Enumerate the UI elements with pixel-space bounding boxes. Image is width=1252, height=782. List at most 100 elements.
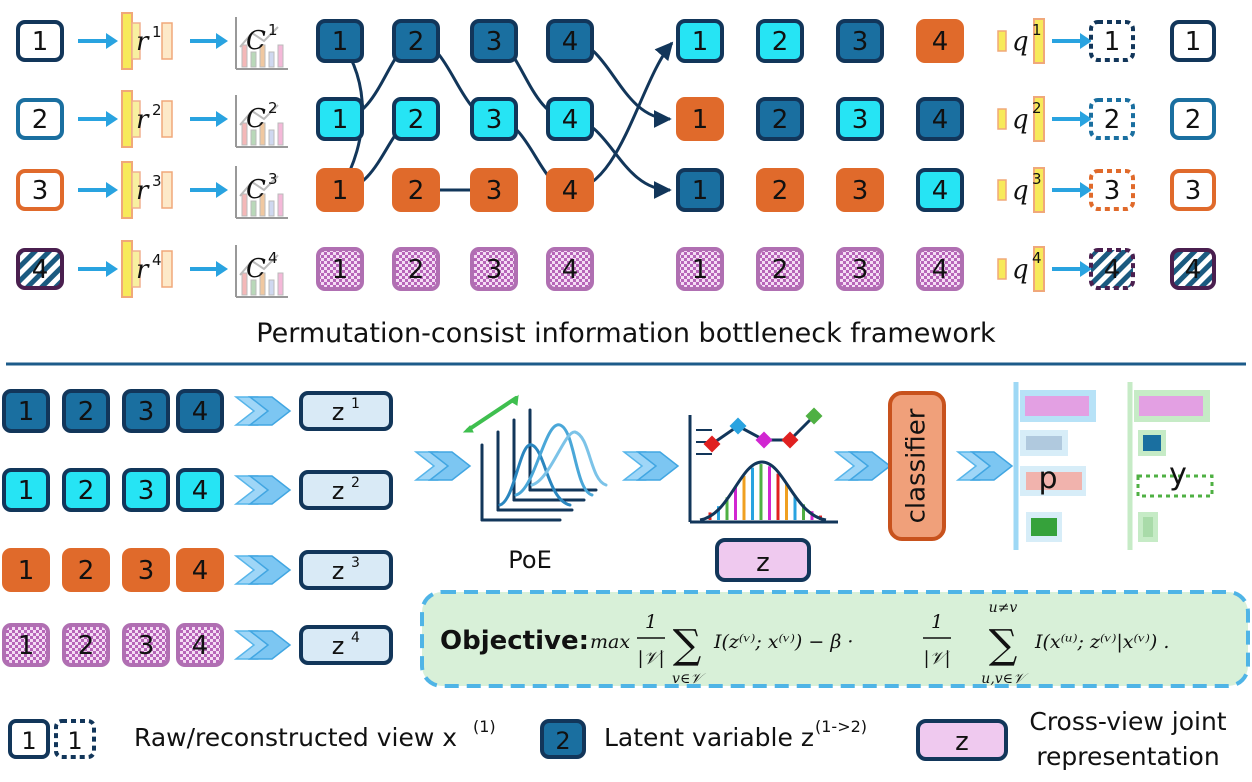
legend-latent-num: 2 (555, 727, 570, 755)
latent-r4-c3: 3 (470, 247, 518, 291)
latent-r2-c3: 3 (470, 97, 518, 141)
permuted-r2-c3: 3 (836, 97, 884, 141)
output-view-1: 1 (1170, 20, 1216, 62)
latent-r2-c3-label: 3 (486, 105, 503, 135)
joint-representation-label: z (756, 548, 770, 578)
permuted-r3-c4-label: 4 (932, 176, 949, 206)
fused-r4-c1-label: 1 (18, 631, 35, 661)
fused-r2-c4-label: 4 (192, 476, 209, 506)
local-classifier-3-sup: 3 (268, 170, 278, 188)
latent-r4-c4-label: 4 (562, 255, 579, 285)
latent-r3-c4: 4 (546, 168, 594, 212)
raw-view-4-label: 4 (32, 255, 49, 285)
legend-joint-num: z (955, 727, 969, 757)
arrow-reg-4 (190, 261, 228, 277)
latent-r3-c3-label: 3 (486, 176, 503, 206)
arrow-raw-1 (78, 33, 118, 49)
reconstructed-view-2: 2 (1089, 98, 1135, 140)
p-label: p (1038, 461, 1057, 496)
fused-r1-c1: 1 (2, 389, 50, 433)
objective-term1: I(z⁽ᵛ⁾; x⁽ᵛ⁾) − β · (713, 631, 853, 653)
legend-joint-text-1: Cross-view joint (1029, 707, 1226, 736)
regularizer-1-label: r (136, 27, 150, 57)
latent-r1-c3: 3 (470, 19, 518, 63)
raw-view-4: 4 (16, 248, 64, 290)
permuted-r4-c1: 1 (676, 247, 724, 291)
classifier-block (888, 391, 946, 541)
legend-raw-box (8, 719, 50, 759)
raw-view-3: 3 (16, 169, 64, 211)
permuted-r4-c3-label: 3 (852, 255, 869, 285)
permuted-r3-c3-label: 3 (852, 176, 869, 206)
permuted-r2-c4-label: 4 (932, 105, 949, 135)
permuted-r2-c2-label: 2 (772, 105, 789, 135)
chevron-4 (233, 630, 292, 660)
z-view-1-sup: 1 (351, 396, 360, 412)
objective-sum1-sub: v∈𝒱 (672, 671, 706, 687)
objective-frac2-num: 1 (931, 611, 943, 633)
latent-r1-c1: 1 (316, 19, 364, 63)
reconstructed-view-4-label: 4 (1104, 255, 1121, 285)
local-classifier-4-sup: 4 (268, 249, 278, 267)
permuted-r2-c4: 4 (916, 97, 964, 141)
latent-r1-c4: 4 (546, 19, 594, 63)
latent-r2-c4-label: 4 (562, 105, 579, 135)
permuted-r3-c2-label: 2 (772, 176, 789, 206)
legend-joint-box (916, 719, 1008, 761)
z-view-4-label: z (332, 632, 345, 660)
decoder-2-sup: 2 (1032, 99, 1042, 117)
z-view-3-sup: 3 (351, 555, 360, 571)
arrow-reg-1 (190, 33, 228, 49)
fused-r2-c4: 4 (176, 468, 224, 512)
chevron-to-joint (621, 451, 680, 481)
local-classifier-4-label: C (246, 254, 266, 284)
regularizer-3-sup: 3 (152, 172, 162, 190)
reconstructed-view-1-label: 1 (1104, 27, 1121, 57)
fused-r4-c3-label: 3 (138, 631, 155, 661)
decoder-3-label: q (1012, 176, 1029, 206)
latent-r3-c2-label: 2 (408, 176, 425, 206)
chevron-2 (233, 475, 292, 505)
z-view-1-label: z (332, 398, 345, 426)
objective-max: max (590, 631, 630, 653)
objective-frac1-den: |𝒱| (637, 648, 664, 669)
latent-r3-c2: 2 (392, 168, 440, 212)
fused-r4-c4-label: 4 (192, 631, 209, 661)
classifier-label: classifier (902, 408, 932, 523)
prediction-p: p (1013, 382, 1096, 550)
z-view-2-sup: 2 (351, 475, 360, 491)
output-view-1-label: 1 (1185, 27, 1202, 57)
objective-frac2-den: |𝒱| (923, 648, 950, 669)
fused-r4-c1: 1 (2, 623, 50, 667)
objective-sum1: ∑ (673, 622, 702, 668)
latent-r2-c1: 1 (316, 97, 364, 141)
chevron-to-poe (413, 451, 472, 481)
permuted-r4-c1-label: 1 (692, 255, 709, 285)
chevron-to-output (955, 451, 1014, 481)
output-view-2: 2 (1170, 98, 1216, 140)
regularizer-4-label: r (136, 255, 150, 285)
latent-r4-c1-label: 1 (332, 255, 349, 285)
legend-raw-num: 1 (21, 727, 36, 755)
label-y: y (1127, 382, 1214, 550)
legend: 1 1 Raw/reconstructed view x (1) 2 Laten… (8, 707, 1227, 771)
permuted-r1-c2: 2 (756, 19, 804, 63)
z-view-2-label: z (332, 477, 345, 505)
latent-r2-c4: 4 (546, 97, 594, 141)
reconstructed-view-1: 1 (1089, 20, 1135, 62)
fused-r3-c2-label: 2 (78, 556, 95, 586)
decoder-4-sup: 4 (1032, 249, 1042, 267)
arrow-raw-3 (78, 182, 118, 198)
poe-label: PoE (508, 546, 551, 574)
